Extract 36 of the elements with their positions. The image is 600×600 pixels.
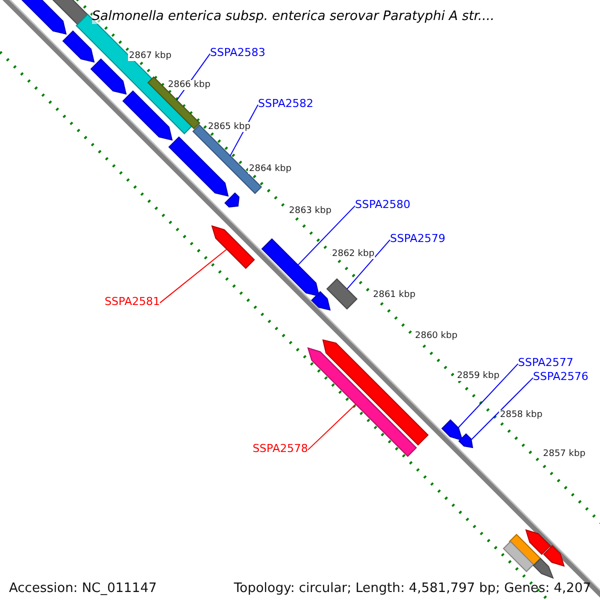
tick-label: 2858 kbp [499,410,544,420]
tick-label: 2862 kbp [331,249,376,259]
tick-label: 2865 kbp [207,122,252,132]
gene-label: SSPA2576 [533,370,588,383]
gene-label: SSPA2578 [252,442,308,455]
gene-label: SSPA2580 [355,198,410,211]
leader-line [346,239,390,290]
tick-label: 2857 kbp [542,449,586,459]
tick-label: 2867 kbp [128,51,172,61]
tick-label: 2860 kbp [414,331,458,341]
accession-label: Accession: NC_011147 [9,581,157,596]
leader-line [160,248,228,304]
gene-feature [262,239,319,296]
gene-feature [308,348,416,456]
leader-line [176,53,210,101]
leader-line [471,377,534,440]
tick-label: 2864 kbp [248,164,292,174]
tick-label: 2859 kbp [456,371,500,381]
gene-label: SSPA2581 [104,295,160,308]
leader-line [458,363,518,428]
gene-label: SSPA2582 [258,97,314,110]
gene-label: SSPA2577 [518,356,574,369]
tick-label: 2861 kbp [372,290,416,300]
gene-feature [442,420,462,440]
title: Salmonella enterica subsp. enterica serovar Paratyphi A str.... [92,9,495,24]
leader-line [230,104,258,156]
gene-feature [459,434,473,448]
tick-label: 2863 kbp [288,206,332,216]
gene-feature [327,279,357,309]
gene-label: SSPA2583 [210,46,266,59]
gene-feature [212,226,254,268]
leader-line [308,404,356,450]
tick-label: 2866 kbp [167,80,212,90]
genome-info: Topology: circular; Length: 4,581,797 bp; Genes: 4,207 [234,581,591,596]
leader-line [297,205,356,266]
gene-label: SSPA2579 [390,232,446,245]
